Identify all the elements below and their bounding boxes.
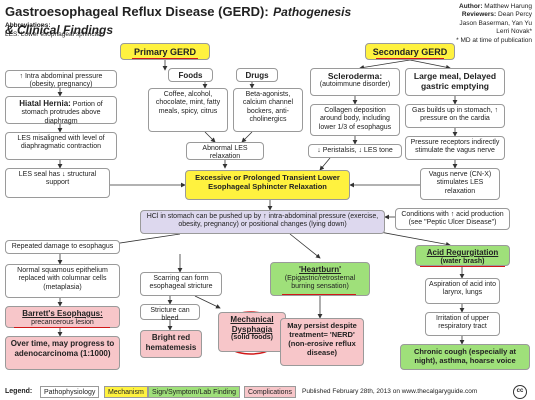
mech-title: Mechanical Dysphagia bbox=[230, 315, 274, 334]
sclero-sub: (autoimmune disorder) bbox=[319, 81, 391, 89]
reviewers-label: Reviewers: bbox=[461, 11, 497, 19]
acid-title: Acid Regurgitation bbox=[426, 248, 499, 257]
legend-mechanism: Mechanism bbox=[104, 386, 148, 398]
drugs-list: Beta-agonists, calcium channel bockers, … bbox=[233, 88, 303, 132]
intra-abdominal-pressure: ↑ Intra abdominal pressure (obesity, pre… bbox=[5, 70, 117, 88]
abnormal-les-relaxation: Abnormal LES relaxation bbox=[186, 142, 264, 160]
legend-complications: Complications bbox=[244, 386, 296, 398]
les-seal: LES seal has ↓ structural support bbox=[5, 168, 110, 198]
abbrev-text: LES: Lower esophageal sphincter bbox=[5, 31, 103, 38]
transient-les-relaxation: Excessive or Prolonged Transient Lower E… bbox=[185, 170, 350, 200]
upper-tract-irritation: Irritation of upper respiratory tract bbox=[425, 312, 500, 336]
hcl-pushed-up: HCl in stomach can be pushed up by ↑ int… bbox=[140, 210, 385, 234]
large-meal: Large meal, Delayed gastric emptying bbox=[405, 68, 505, 96]
legend-label: Legend: bbox=[5, 388, 33, 395]
conditions-acid-production: Conditions with ↑ acid production (see "… bbox=[395, 208, 510, 230]
pressure-receptors: Pressure receptors indirectly stimulate … bbox=[405, 136, 505, 160]
scarring-stricture: Scarring can form esophageal stricture bbox=[140, 272, 222, 296]
chronic-cough: Chronic cough (especially at night), ast… bbox=[400, 344, 530, 370]
les-misaligned: LES misaligned with level of diaphragmat… bbox=[5, 132, 117, 160]
hiatal-text: Portion of stomach protrudes above diaph… bbox=[21, 101, 103, 125]
nerd: May persist despite treatment= 'NERD' (n… bbox=[280, 318, 364, 366]
hiatal-hernia: Hiatal Hernia: Portion of stomach protru… bbox=[5, 96, 117, 125]
foods-list: Coffee, alcohol, chocolate, mint, fatty … bbox=[148, 88, 228, 132]
repeated-damage: Repeated damage to esophagus bbox=[5, 240, 120, 254]
reviewer-1: Dean Percy bbox=[498, 11, 532, 19]
acid-sub: (water brash) bbox=[440, 257, 485, 265]
barretts-esophagus: Barrett's Esophagus: precancerous lesion bbox=[5, 306, 120, 328]
gas-builds-up: Gas builds up in stomach, ↑ pressure on … bbox=[405, 104, 505, 128]
abbrev-label: Abbreviations: bbox=[5, 22, 51, 29]
legend-pathophysiology: Pathophysiology bbox=[40, 386, 100, 398]
author-label: Author: bbox=[459, 3, 483, 10]
normal-squamous: Normal squamous epithelium replaced with… bbox=[5, 264, 120, 298]
heartburn: 'Heartburn' (Epigastric/retrosternal bur… bbox=[270, 262, 370, 296]
drugs-heading: Drugs bbox=[236, 68, 278, 82]
heartburn-title: 'Heartburn' bbox=[298, 265, 342, 274]
acid-regurgitation: Acid Regurgitation (water brash) bbox=[415, 245, 510, 266]
page-title: Gastroesophageal Reflux Disease (GERD): … bbox=[5, 3, 355, 39]
creative-commons-icon: cc bbox=[513, 385, 527, 399]
mech-sub: (solid foods) bbox=[231, 334, 273, 342]
legend-sign-symptom: Sign/Symptom/Lab Finding bbox=[148, 386, 241, 398]
credits: Author: Matthew Harung Reviewers: Dean P… bbox=[440, 3, 532, 45]
foods-heading: Foods bbox=[168, 68, 213, 82]
barrett-title: Barrett's Esophagus: bbox=[22, 309, 103, 318]
title-main: Gastroesophageal Reflux Disease (GERD): bbox=[5, 4, 269, 19]
hiatal-title: Hiatal Hernia: bbox=[19, 99, 71, 108]
md-note: * MD at time of publication bbox=[456, 36, 532, 44]
scleroderma: Scleroderma: (autoimmune disorder) bbox=[310, 68, 400, 96]
peristalsis-les-tone: ↓ Peristalsis, ↓ LES tone bbox=[308, 144, 402, 158]
secondary-gerd-heading: Secondary GERD bbox=[365, 43, 455, 60]
author: Matthew Harung bbox=[484, 3, 532, 10]
aspiration: Aspiration of acid into larynx, lungs bbox=[425, 278, 500, 304]
title-sub: Pathogenesis & Clinical Findings bbox=[5, 5, 352, 37]
reviewer-3: Lerri Novak* bbox=[496, 28, 532, 36]
primary-gerd-heading: Primary GERD bbox=[120, 43, 210, 60]
adenocarcinoma-progression: Over time, may progress to adenocarcinom… bbox=[5, 336, 120, 370]
vagus-nerve: Vagus nerve (CN-X) stimulates LES relaxa… bbox=[420, 168, 500, 200]
bright-red-hematemesis: Bright red hematemesis bbox=[140, 330, 202, 358]
collagen-deposition: Collagen deposition around body, includi… bbox=[310, 104, 400, 136]
stricture-bleed: Stricture can bleed bbox=[140, 304, 200, 322]
published-note: Published February 28th, 2013 on www.the… bbox=[302, 388, 478, 395]
heartburn-sub: (Epigastric/retrosternal burning sensati… bbox=[284, 274, 356, 290]
barrett-sub: precancerous lesion bbox=[31, 318, 94, 326]
sclero-heading: Scleroderma: bbox=[327, 71, 383, 81]
mechanical-dysphagia: Mechanical Dysphagia (solid foods) bbox=[218, 312, 286, 352]
reviewer-2: Jason Baserman, Yan Yu bbox=[459, 19, 532, 27]
